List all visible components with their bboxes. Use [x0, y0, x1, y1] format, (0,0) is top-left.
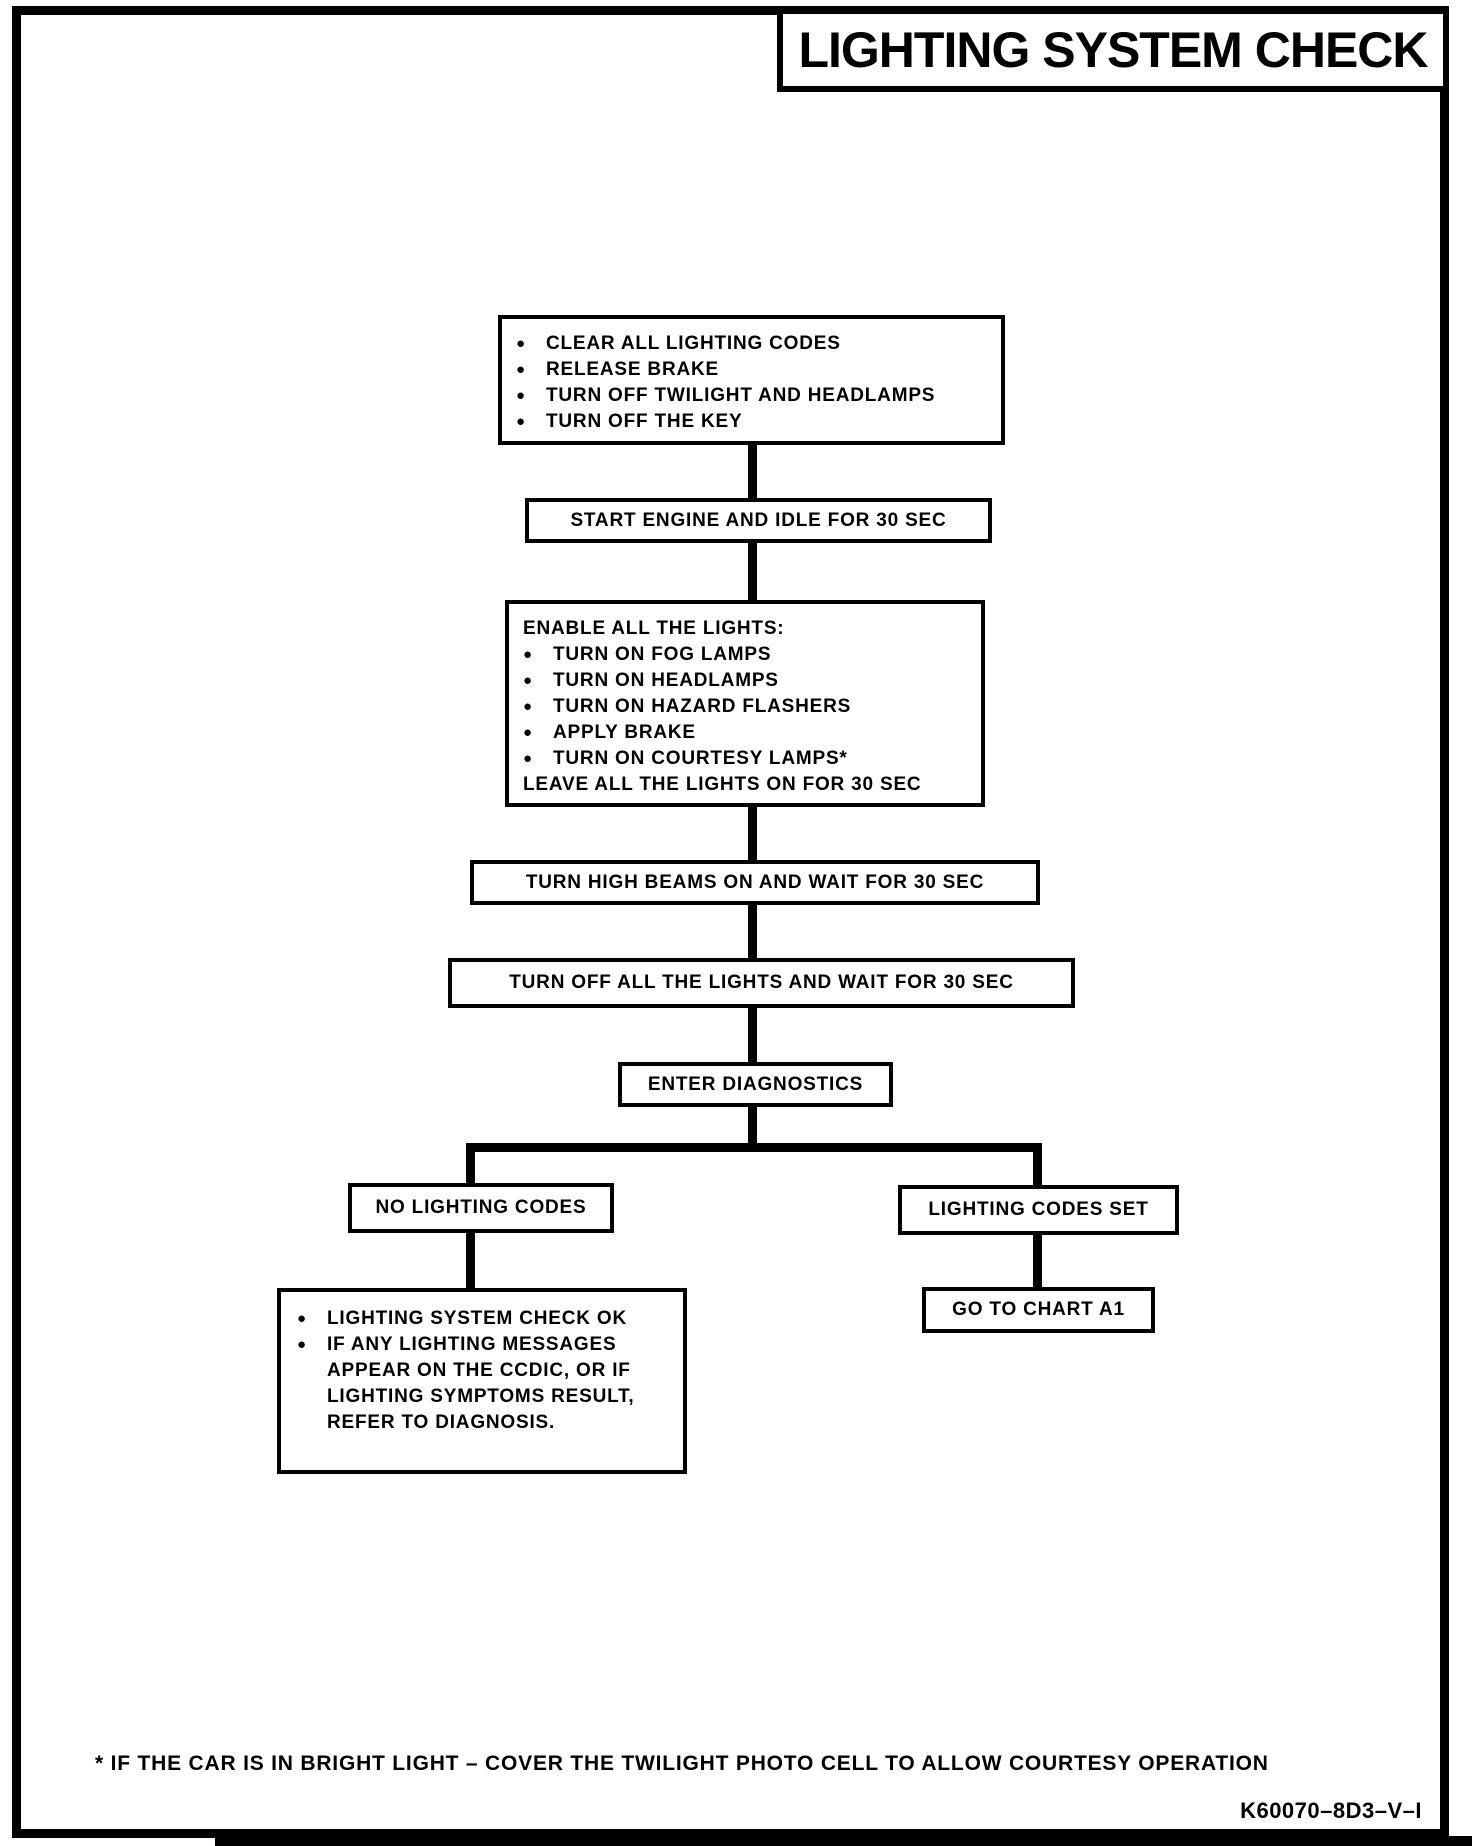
- bullet-icon: ●: [516, 361, 526, 378]
- bullet-icon: ●: [516, 335, 526, 352]
- footnote: * IF THE CAR IS IN BRIGHT LIGHT – COVER …: [95, 1752, 1269, 1775]
- bullet-icon: ●: [523, 672, 533, 689]
- connector: [466, 1231, 475, 1290]
- connector: [748, 903, 757, 960]
- enable-lights-footer: LEAVE ALL THE LIGHTS ON FOR 30 SEC: [523, 774, 922, 795]
- bullet-icon: ●: [297, 1310, 307, 1327]
- prep-step: ● TURN OFF TWILIGHT AND HEADLAMPS: [516, 383, 987, 409]
- enable-step-label: TURN ON COURTESY LAMPS*: [553, 748, 848, 769]
- node-enter-diagnostics-label: ENTER DIAGNOSTICS: [647, 1073, 864, 1095]
- enable-step: ● TURN ON COURTESY LAMPS*: [523, 746, 967, 772]
- enable-step: ● TURN ON HAZARD FLASHERS: [523, 694, 967, 720]
- enable-step-label: TURN ON HEADLAMPS: [553, 670, 779, 691]
- prep-step: ● CLEAR ALL LIGHTING CODES: [516, 331, 987, 357]
- node-lights-off-label: TURN OFF ALL THE LIGHTS AND WAIT FOR 30 …: [509, 972, 1014, 993]
- enable-step-label: APPLY BRAKE: [553, 722, 696, 743]
- node-start-engine: START ENGINE AND IDLE FOR 30 SEC: [525, 498, 992, 543]
- node-no-lighting-codes-label: NO LIGHTING CODES: [375, 1197, 587, 1218]
- connector: [748, 1006, 757, 1064]
- check-ok-item-label: IF ANY LIGHTING MESSAGES APPEAR ON THE C…: [327, 1334, 635, 1433]
- enable-step: ● TURN ON HEADLAMPS: [523, 668, 967, 694]
- connector: [466, 1143, 475, 1185]
- prep-step-label: CLEAR ALL LIGHTING CODES: [546, 333, 841, 354]
- connector: [1033, 1233, 1042, 1289]
- node-start-engine-label: START ENGINE AND IDLE FOR 30 SEC: [570, 509, 947, 531]
- connector: [748, 1105, 757, 1145]
- prep-step: ● RELEASE BRAKE: [516, 357, 987, 383]
- page-title: LIGHTING SYSTEM CHECK: [798, 22, 1428, 78]
- title-box: LIGHTING SYSTEM CHECK: [777, 8, 1449, 92]
- prep-step-label: TURN OFF THE KEY: [546, 411, 743, 432]
- bullet-icon: ●: [516, 413, 526, 430]
- bullet-icon: ●: [523, 646, 533, 663]
- node-go-to-chart-a1-label: GO TO CHART A1: [952, 1299, 1125, 1320]
- prep-step-label: RELEASE BRAKE: [546, 359, 719, 380]
- node-enter-diagnostics: ENTER DIAGNOSTICS: [618, 1062, 893, 1107]
- node-lighting-codes-set: LIGHTING CODES SET: [898, 1185, 1179, 1235]
- node-high-beams: TURN HIGH BEAMS ON AND WAIT FOR 30 SEC: [470, 860, 1040, 905]
- connector: [748, 805, 757, 862]
- page-border: [12, 6, 1449, 1838]
- node-no-lighting-codes: NO LIGHTING CODES: [348, 1183, 614, 1233]
- bullet-icon: ●: [523, 750, 533, 767]
- node-go-to-chart-a1: GO TO CHART A1: [922, 1287, 1155, 1333]
- check-ok-item: ● IF ANY LIGHTING MESSAGES APPEAR ON THE …: [297, 1332, 667, 1436]
- check-ok-item-label: LIGHTING SYSTEM CHECK OK: [327, 1308, 627, 1329]
- scan-edge-bar: [215, 1836, 1472, 1846]
- node-high-beams-label: TURN HIGH BEAMS ON AND WAIT FOR 30 SEC: [525, 871, 985, 893]
- node-lights-off: TURN OFF ALL THE LIGHTS AND WAIT FOR 30 …: [448, 958, 1075, 1008]
- enable-lights-header: ENABLE ALL THE LIGHTS:: [523, 618, 785, 639]
- connector: [748, 541, 757, 602]
- prep-step-label: TURN OFF TWILIGHT AND HEADLAMPS: [546, 385, 936, 406]
- document-code: K60070–8D3–V–I: [1240, 1798, 1422, 1823]
- node-enable-lights: ENABLE ALL THE LIGHTS: ● TURN ON FOG LAMP…: [505, 600, 985, 807]
- node-check-ok: ● LIGHTING SYSTEM CHECK OK ● IF ANY LIGHTI…: [277, 1288, 687, 1474]
- enable-step: ● TURN ON FOG LAMPS: [523, 642, 967, 668]
- prep-step: ● TURN OFF THE KEY: [516, 409, 987, 435]
- bullet-icon: ●: [516, 387, 526, 404]
- connector: [748, 443, 757, 500]
- node-lighting-codes-set-label: LIGHTING CODES SET: [928, 1199, 1149, 1220]
- bullet-icon: ●: [523, 724, 533, 741]
- enable-step: ● APPLY BRAKE: [523, 720, 967, 746]
- bullet-icon: ●: [297, 1336, 307, 1353]
- branch-connector: [466, 1143, 1042, 1152]
- node-prep-steps: ● CLEAR ALL LIGHTING CODES ● RELEASE BRAKE…: [498, 315, 1005, 445]
- check-ok-item: ● LIGHTING SYSTEM CHECK OK: [297, 1306, 667, 1332]
- enable-step-label: TURN ON HAZARD FLASHERS: [553, 696, 852, 717]
- connector: [1033, 1143, 1042, 1187]
- enable-step-label: TURN ON FOG LAMPS: [553, 644, 772, 665]
- bullet-icon: ●: [523, 698, 533, 715]
